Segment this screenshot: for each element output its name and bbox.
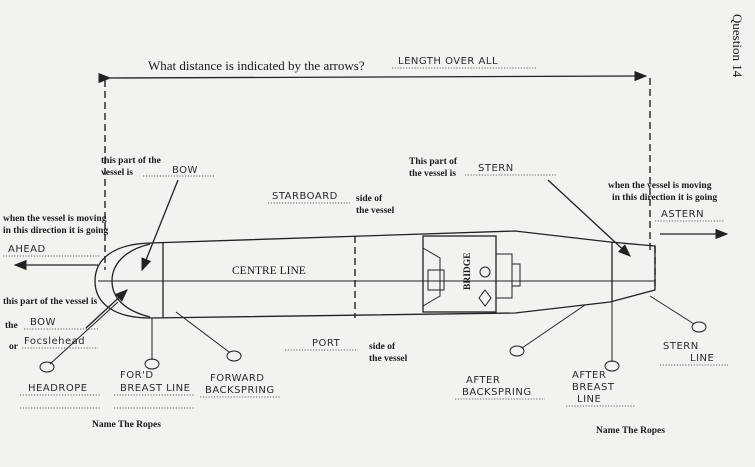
prompt-text: What distance is indicated by the arrows… — [148, 58, 365, 73]
aft-breast-bollard — [604, 360, 620, 372]
rope-fwd-spring-1: FORWARD — [210, 373, 265, 384]
stern-top-answer: STERN — [478, 163, 514, 174]
compass-circle — [479, 266, 491, 278]
fwd-spring-line — [175, 311, 230, 353]
rope-fwd-spring-2: BACKSPRING — [205, 385, 275, 396]
astern-answer: ASTERN — [661, 209, 704, 220]
funnel-housing — [495, 253, 513, 299]
fwd-breast-bollard — [144, 358, 160, 370]
headrope-bollard — [39, 361, 55, 373]
rope-aft-spring-1: AFTER — [466, 375, 500, 386]
rope-stern-1: STERN — [663, 341, 699, 352]
stern-line-rope — [649, 295, 695, 325]
prompt-answer: LENGTH OVER ALL — [398, 56, 498, 67]
hull-outline — [94, 230, 656, 319]
bow-low-answer: BOW — [30, 317, 56, 328]
astern-label-2: in this direction it is going — [612, 193, 717, 203]
bow-low-the: the — [5, 321, 18, 331]
rope-aft-breast-3: LINE — [577, 394, 601, 405]
port-label-1: side of — [369, 342, 396, 352]
bridge-label: BRIDGE — [463, 253, 473, 290]
ahead-answer: AHEAD — [8, 244, 46, 255]
bridge-wing — [422, 247, 441, 307]
headrope-line — [49, 301, 119, 365]
bow-top-answer: BOW — [172, 165, 198, 176]
name-ropes-right: Name The Ropes — [596, 426, 665, 436]
astern-label-1: when the vessel is moving — [608, 181, 712, 191]
rope-fwd-breast-2: BREAST LINE — [120, 383, 190, 394]
aft-spring-bollard — [509, 345, 525, 357]
bow-top-label-2: vessel is — [101, 168, 133, 178]
stern-top-label-2: the vessel is — [409, 169, 456, 179]
bow-top-label-1: this part of the — [101, 156, 161, 166]
bridge-window — [427, 269, 445, 291]
rope-aft-spring-2: BACKSPRING — [462, 387, 532, 398]
starboard-label-1: side of — [356, 194, 383, 204]
aft-spring-line — [521, 304, 586, 349]
bow-low-or: or — [9, 342, 19, 352]
funnel — [511, 263, 521, 287]
starboard-label-2: the vessel — [356, 206, 395, 216]
port-answer: PORT — [312, 338, 341, 349]
port-label-2: the vessel — [369, 354, 408, 364]
ahead-label-2: in this direction it is going — [3, 226, 108, 236]
name-ropes-left: Name The Ropes — [92, 420, 161, 430]
bridge-block — [422, 235, 497, 313]
ahead-label-1: when the vessel is moving — [3, 214, 107, 224]
rope-fwd-breast-1: FOR'D — [120, 370, 154, 381]
mast-diamond — [478, 289, 492, 307]
bow-low-alt: Focslehead — [24, 336, 85, 347]
rope-stern-2: LINE — [690, 353, 714, 364]
rope-aft-breast-2: BREAST — [572, 382, 615, 393]
stern-pointer — [547, 179, 631, 257]
bow-pointer — [141, 179, 179, 272]
length-arrow — [98, 70, 648, 84]
fwd-spring-bollard — [226, 350, 242, 362]
bow-low-pointer — [85, 289, 128, 329]
stern-top-label-1: This part of — [409, 157, 458, 167]
centreline-label: CENTRE LINE — [232, 265, 306, 277]
rope-headrope: HEADROPE — [28, 383, 88, 394]
stern-line-bollard — [691, 321, 707, 333]
starboard-answer: STARBOARD — [272, 191, 338, 202]
bow-low-label-1: this part of the vessel is — [3, 297, 98, 307]
rope-aft-breast-1: AFTER — [572, 370, 606, 381]
question-number: Question 14 — [730, 14, 745, 78]
